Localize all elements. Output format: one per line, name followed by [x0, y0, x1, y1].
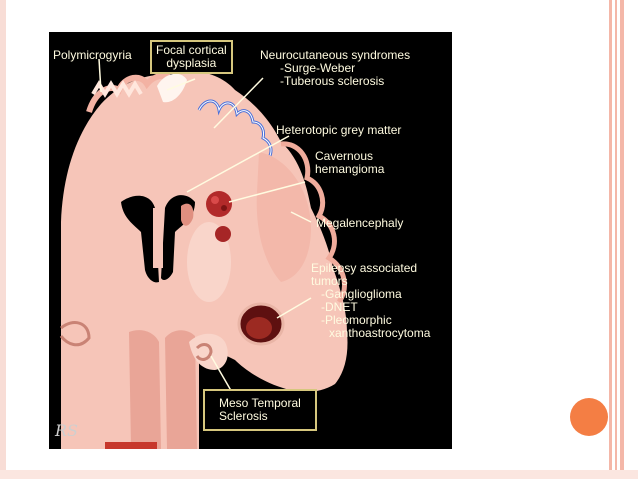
cavernous-hemangioma — [206, 191, 232, 217]
cavernous-hemangioma-small — [215, 226, 231, 242]
label-line: tumors — [311, 274, 348, 288]
label-line: Cavernous — [315, 149, 374, 163]
hippocampus — [195, 343, 213, 361]
slide-right-stripe — [615, 0, 617, 479]
slide-bottom-border — [0, 470, 638, 479]
label-line: -DNET — [321, 300, 358, 314]
label-cavernous-hemangioma: Cavernous hemangioma — [315, 150, 384, 176]
slide-right-stripe — [609, 0, 612, 479]
heterotopic-grey-matter — [181, 203, 194, 226]
label-meso-temporal-sclerosis: Meso Temporal Sclerosis — [203, 389, 317, 431]
label-line: Epilepsy associated — [311, 261, 418, 275]
orange-circle-decoration — [570, 398, 608, 436]
brain-illustration — [59, 58, 348, 449]
label-line: Meso Temporal — [219, 396, 301, 410]
label-focal-cortical-dysplasia: Focal cortical dysplasia — [150, 40, 233, 74]
slide-left-border — [0, 0, 6, 479]
label-heterotopic-grey-matter: Heterotopic grey matter — [276, 123, 402, 137]
brain-diagram: Polymicrogyria Focal cortical dysplasia … — [49, 32, 452, 449]
temporal-lobe — [189, 333, 228, 370]
label-line: -Tuberous sclerosis — [280, 74, 385, 88]
label-line: -Surge-Weber — [280, 61, 356, 75]
artist-signature: RS — [55, 421, 79, 440]
label-polymicrogyria: Polymicrogyria — [53, 48, 132, 62]
label-line: -Pleomorphic — [321, 313, 392, 327]
brainstem — [129, 330, 161, 449]
label-neurocutaneous-syndromes: Neurocutaneous syndromes -Surge-Weber -T… — [260, 49, 410, 88]
label-epilepsy-associated-tumors: Epilepsy associated tumors -Gangliogliom… — [311, 262, 430, 340]
label-line: -Ganglioglioma — [321, 287, 402, 301]
label-line: Focal cortical — [156, 43, 227, 57]
label-line: xanthoastrocytoma — [329, 326, 431, 340]
slide-right-stripe — [620, 0, 624, 479]
label-line: hemangioma — [315, 162, 385, 176]
label-line: dysplasia — [166, 56, 217, 70]
label-line: Neurocutaneous syndromes — [260, 48, 411, 62]
label-megalencephaly: Megalencephaly — [316, 216, 404, 230]
label-line: Sclerosis — [219, 409, 268, 423]
lateral-ventricles — [121, 195, 159, 283]
